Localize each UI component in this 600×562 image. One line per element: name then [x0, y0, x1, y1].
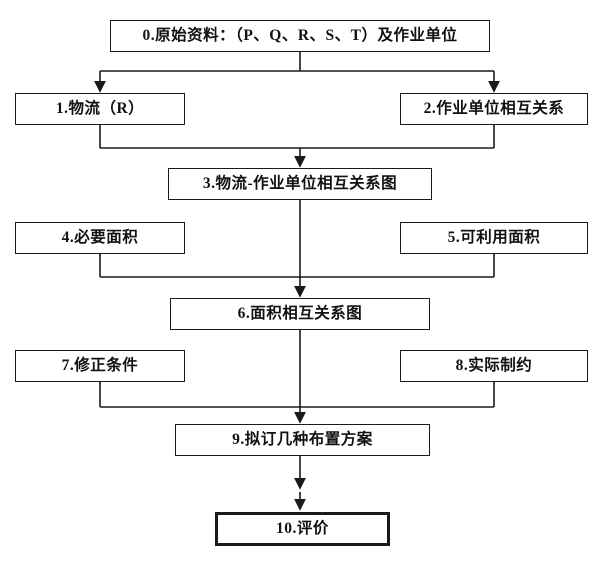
flow-box-layout-alternatives: 9.拟订几种布置方案	[175, 424, 430, 456]
flow-box-required-area: 4.必要面积	[15, 222, 185, 254]
flow-box-flow-activity-diagram: 3.物流-作业单位相互关系图	[168, 168, 432, 200]
flow-box-modifying-conditions: 7.修正条件	[15, 350, 185, 382]
flow-box-available-area: 5.可利用面积	[400, 222, 588, 254]
flow-box-area-relationship-diagram: 6.面积相互关系图	[170, 298, 430, 330]
flow-box-material-flow: 1.物流（R）	[15, 93, 185, 125]
flow-box-source-data: 0.原始资料：（P、Q、R、S、T）及作业单位	[110, 20, 490, 52]
flow-box-evaluation: 10.评价	[215, 512, 390, 546]
flow-box-activity-relationship: 2.作业单位相互关系	[400, 93, 588, 125]
flow-box-practical-limitations: 8.实际制约	[400, 350, 588, 382]
